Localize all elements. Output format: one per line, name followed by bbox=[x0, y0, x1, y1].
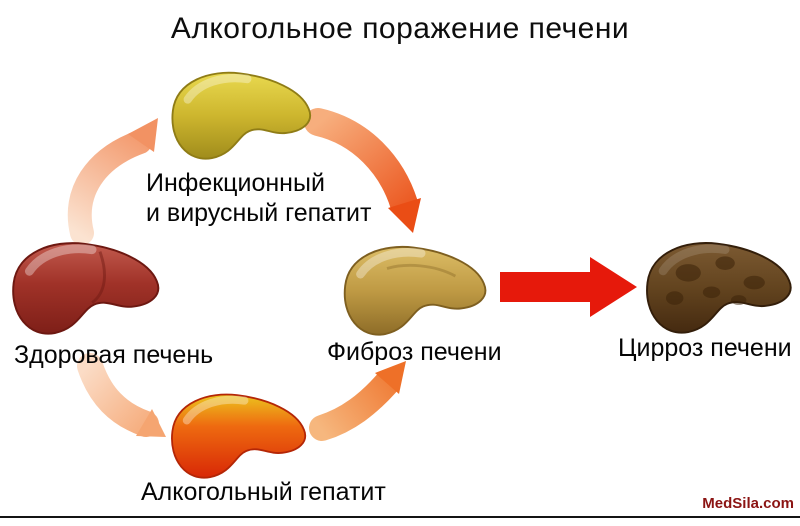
arrow-healthy-to-alcoholic bbox=[77, 353, 166, 437]
arrow-alcoholic-to-fibrosis bbox=[309, 361, 406, 441]
diagram-title: Алкогольное поражение печени bbox=[170, 12, 630, 45]
alcoholic-hepatitis-liver-illustration bbox=[171, 393, 307, 479]
bottom-divider bbox=[0, 516, 800, 518]
cirrhosis-nodules bbox=[665, 256, 765, 305]
healthy-liver-illustration bbox=[12, 242, 160, 335]
arrow-viral-to-fibrosis bbox=[304, 108, 421, 233]
viral-hepatitis-liver-illustration bbox=[171, 71, 312, 160]
label-alcoholic-hepatitis: Алкогольный гепатит bbox=[141, 478, 386, 506]
label-cirrhosis: Цирроз печени bbox=[618, 334, 792, 362]
arrow-healthy-to-viral bbox=[67, 118, 158, 245]
label-viral-hepatitis: Инфекционный и вирусный гепатит bbox=[146, 169, 372, 227]
label-fibrosis: Фиброз печени bbox=[327, 338, 502, 366]
label-healthy-liver: Здоровая печень bbox=[14, 341, 214, 369]
fibrosis-liver-illustration bbox=[343, 245, 487, 336]
arrow-fibrosis-to-cirrhosis bbox=[500, 257, 637, 317]
watermark-medsila: MedSila.com bbox=[702, 495, 794, 512]
cirrhosis-liver-illustration bbox=[646, 242, 792, 334]
